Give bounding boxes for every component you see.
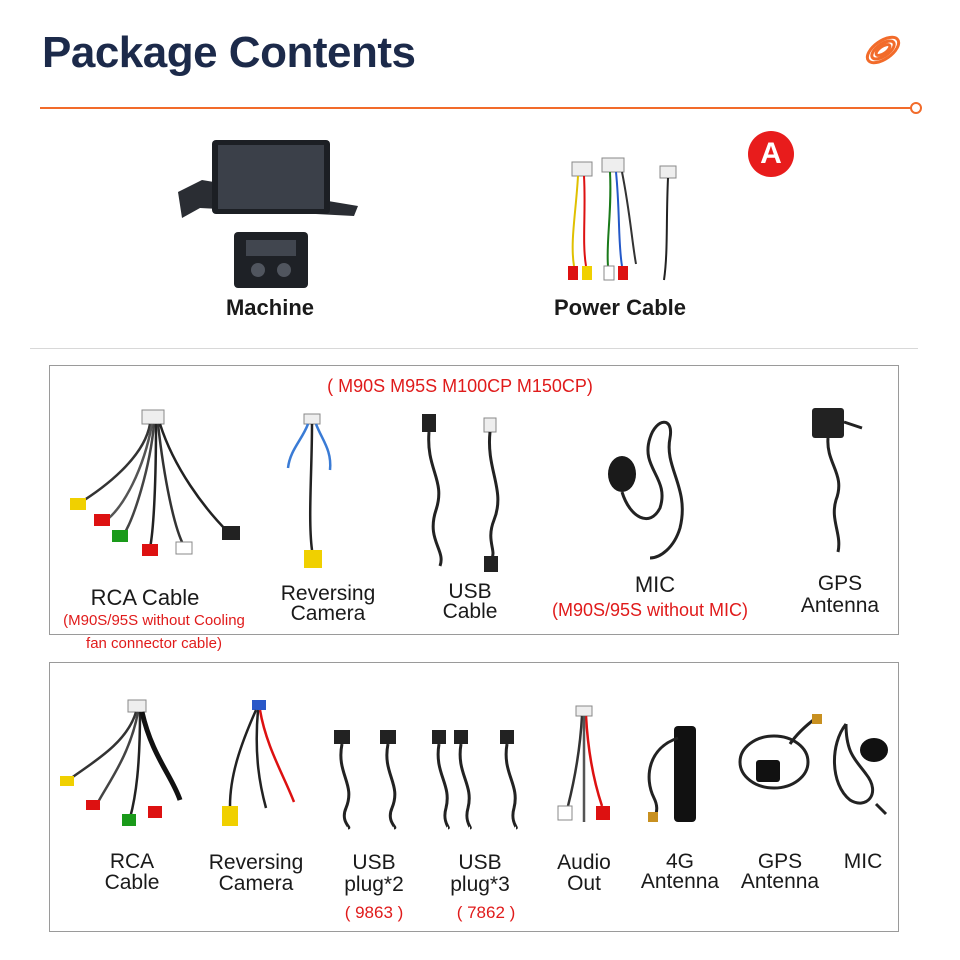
power-cable-label: Power Cable bbox=[553, 295, 687, 320]
usb-cable-label-2: Cable bbox=[442, 600, 498, 623]
mic-2-label: MIC bbox=[843, 850, 883, 873]
mic-image bbox=[608, 420, 684, 560]
reversing-camera-cable-image bbox=[286, 413, 332, 568]
usb-plug-2-label-2: plug*2 bbox=[344, 873, 404, 896]
gps-antenna-label-2: Antenna bbox=[800, 594, 880, 617]
usb-plug-3-label-1: USB bbox=[458, 851, 502, 874]
rca-cable-note-2: fan connector cable) bbox=[86, 635, 222, 652]
audio-out-label-2: Out bbox=[567, 872, 601, 895]
usb-plug-3-image bbox=[432, 730, 518, 830]
machine-image bbox=[178, 140, 358, 288]
mic-label: MIC bbox=[634, 572, 676, 597]
accessory-box-1 bbox=[49, 365, 899, 635]
gps-antenna-2-label-2: Antenna bbox=[740, 870, 820, 893]
usb-cable-image bbox=[422, 414, 500, 572]
models-note: ( M90S M95S M100CP M150CP) bbox=[327, 376, 593, 396]
rca-cable-label: RCA Cable bbox=[90, 585, 200, 610]
4g-antenna-image bbox=[647, 726, 696, 822]
reversing-camera-2-label-2: Camera bbox=[218, 872, 294, 895]
usb-plug-2-image bbox=[334, 730, 397, 830]
usb-plug-2-label-1: USB bbox=[352, 851, 396, 874]
usb-plug-3-label-2: plug*3 bbox=[450, 873, 510, 896]
rca-cable-2-label-2: Cable bbox=[104, 871, 160, 894]
machine-label: Machine bbox=[225, 295, 315, 320]
rca-cable-note-1: (M90S/95S without Cooling bbox=[63, 612, 245, 629]
usb-plug-3-code: ( 7862 ) bbox=[456, 903, 516, 922]
accessory-box-2 bbox=[49, 662, 899, 932]
rca-cable-image bbox=[70, 409, 240, 556]
title-divider-dot bbox=[910, 102, 922, 114]
section-divider bbox=[30, 348, 918, 349]
gps-antenna-2-label-1: GPS bbox=[757, 850, 803, 873]
usb-plug-2-code: ( 9863 ) bbox=[344, 903, 404, 922]
power-cable-image bbox=[568, 157, 677, 281]
4g-antenna-label-1: 4G bbox=[665, 850, 694, 873]
rca-cable-2-label-1: RCA bbox=[109, 850, 155, 873]
mic-2-image bbox=[833, 723, 888, 816]
rca-cable-2-image bbox=[60, 699, 183, 826]
reversing-camera-2-label-1: Reversing bbox=[208, 851, 304, 874]
section-a-badge: A bbox=[748, 131, 794, 177]
reversing-camera-label-2: Camera bbox=[290, 602, 366, 625]
usb-cable-label-1: USB bbox=[448, 580, 492, 603]
page-title: Package Contents bbox=[42, 28, 416, 77]
mic-note: (M90S/95S without MIC) bbox=[551, 600, 749, 620]
gps-antenna-label-1: GPS bbox=[817, 572, 863, 595]
gps-antenna-image bbox=[812, 408, 863, 553]
brand-logo-icon bbox=[865, 35, 901, 65]
gps-antenna-2-image bbox=[738, 714, 822, 790]
audio-out-image bbox=[557, 705, 610, 822]
reversing-camera-2-image bbox=[222, 700, 296, 826]
audio-out-label-1: Audio bbox=[557, 851, 611, 874]
reversing-camera-label-1: Reversing bbox=[280, 582, 376, 605]
title-divider bbox=[40, 107, 914, 109]
4g-antenna-label-2: Antenna bbox=[640, 870, 720, 893]
